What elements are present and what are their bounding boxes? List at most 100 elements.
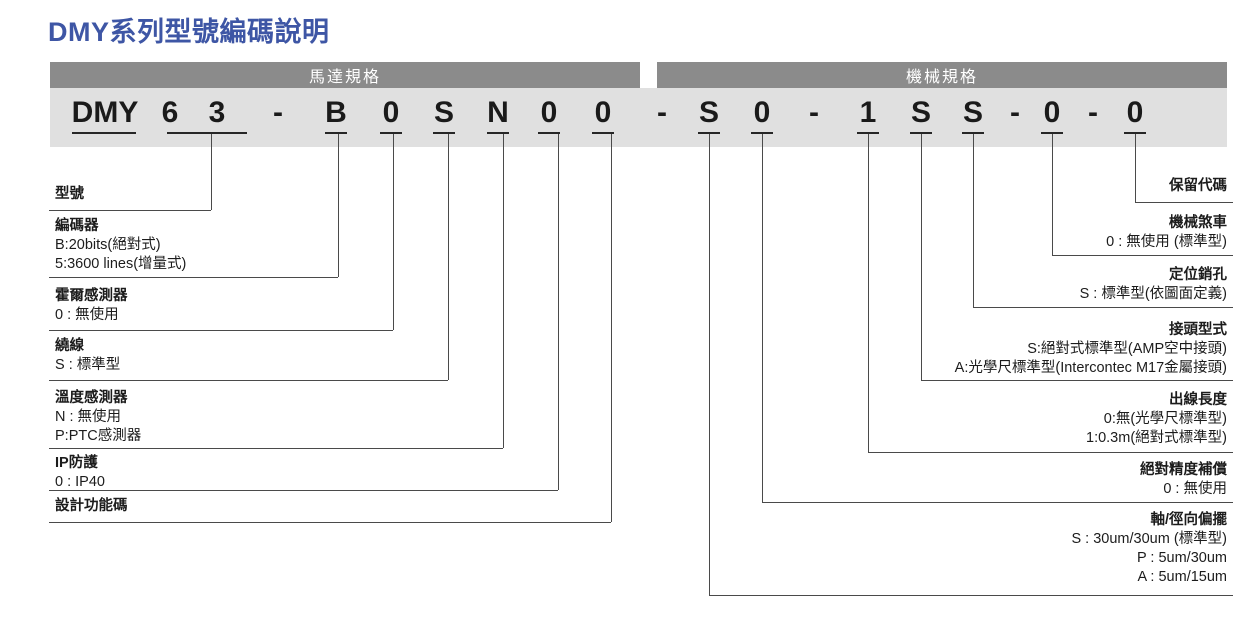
rule-reserved bbox=[1135, 202, 1233, 203]
section-model: 型號 bbox=[55, 185, 84, 204]
section-cable-length-option: 0:無(光學尺標準型) bbox=[1103, 411, 1227, 427]
section-pin-hole: 定位銷孔 S : 標準型(依圖面定義) bbox=[1080, 266, 1227, 304]
section-encoder-option: 5:3600 lines(增量式) bbox=[55, 256, 187, 272]
rule-temp bbox=[49, 448, 503, 449]
section-connector-type-option: A:光學尺標準型(Intercontec M17金屬接頭) bbox=[954, 360, 1227, 376]
section-reserved-code: 保留代碼 bbox=[1169, 177, 1227, 196]
section-brake-title: 機械煞車 bbox=[1169, 215, 1227, 231]
underline-runout bbox=[698, 132, 720, 134]
section-pin-hole-option: S : 標準型(依圖面定義) bbox=[1079, 286, 1227, 302]
section-temp-sensor-title: 溫度感測器 bbox=[55, 390, 128, 406]
section-brake: 機械煞車 0 : 無使用 (標準型) bbox=[1106, 214, 1227, 252]
section-hall-sensor: 霍爾感測器 0 : 無使用 bbox=[55, 287, 128, 325]
underline-brake bbox=[1041, 132, 1063, 134]
rule-abs-accuracy bbox=[762, 502, 1233, 503]
motor-spec-header-label: 馬達規格 bbox=[308, 69, 381, 86]
section-connector-type: 接頭型式 S:絕對式標準型(AMP空中接頭) A:光學尺標準型(Intercon… bbox=[955, 321, 1227, 378]
section-abs-accuracy-title: 絕對精度補償 bbox=[1140, 462, 1227, 478]
section-temp-sensor-option: P:PTC感測器 bbox=[55, 428, 142, 444]
rule-winding bbox=[49, 380, 448, 381]
section-ip-rating-option: 0 : IP40 bbox=[55, 474, 105, 490]
rule-encoder bbox=[49, 277, 338, 278]
code-segment-series: DMY bbox=[71, 96, 139, 129]
connector-pin-hole-vertical bbox=[973, 134, 974, 307]
section-runout-option: A : 5um/15um bbox=[1137, 569, 1227, 585]
section-cable-length-title: 出線長度 bbox=[1169, 392, 1227, 408]
rule-model bbox=[49, 210, 211, 211]
section-hall-sensor-title: 霍爾感測器 bbox=[55, 288, 128, 304]
page-title: DMY系列型號編碼說明 bbox=[48, 17, 330, 47]
section-winding: 繞線 S : 標準型 bbox=[55, 337, 120, 375]
connector-hall-vertical bbox=[393, 134, 394, 330]
connector-runout-vertical bbox=[709, 134, 710, 595]
underline-ip bbox=[538, 132, 560, 134]
underline-cable bbox=[857, 132, 879, 134]
underline-reserved bbox=[1124, 132, 1146, 134]
rule-runout bbox=[709, 595, 1233, 596]
section-cable-length: 出線長度 0:無(光學尺標準型) 1:0.3m(絕對式標準型) bbox=[1086, 391, 1227, 448]
connector-brake-vertical bbox=[1052, 134, 1053, 255]
underline-connector bbox=[910, 132, 932, 134]
code-dash-3: - bbox=[809, 96, 819, 129]
rule-pin-hole bbox=[973, 307, 1233, 308]
code-segment-winding: S bbox=[433, 96, 455, 129]
underline-temp bbox=[487, 132, 509, 134]
connector-reserved-vertical bbox=[1135, 134, 1136, 202]
code-segment-pin-hole: S bbox=[962, 96, 984, 129]
mechanical-spec-header-bar: 機械規格 bbox=[657, 62, 1227, 88]
section-encoder-title: 編碼器 bbox=[55, 218, 99, 234]
code-segment-abs-accuracy: 0 bbox=[753, 96, 771, 129]
underline-encoder bbox=[325, 132, 347, 134]
rule-cable bbox=[868, 452, 1233, 453]
section-runout-title: 軸/徑向偏擺 bbox=[1150, 512, 1227, 528]
section-runout-option: P : 5um/30um bbox=[1136, 550, 1227, 566]
section-design-code: 設計功能碼 bbox=[55, 497, 128, 516]
code-segment-reserved: 0 bbox=[1126, 96, 1144, 129]
section-brake-option: 0 : 無使用 (標準型) bbox=[1106, 234, 1227, 250]
code-dash-4: - bbox=[1010, 96, 1020, 129]
section-connector-type-option: S:絕對式標準型(AMP空中接頭) bbox=[1027, 341, 1227, 357]
section-encoder: 編碼器 B:20bits(絕對式) 5:3600 lines(增量式) bbox=[55, 217, 186, 274]
code-segment-runout: S bbox=[698, 96, 720, 129]
code-dash-2: - bbox=[657, 96, 667, 129]
underline-abs-accuracy bbox=[751, 132, 773, 134]
connector-design-vertical bbox=[611, 134, 612, 522]
code-segment-frame-digit-1: 6 bbox=[161, 96, 179, 129]
underline-frame bbox=[167, 132, 247, 134]
connector-cable-vertical bbox=[868, 134, 869, 452]
section-abs-accuracy: 絕對精度補償 0 : 無使用 bbox=[1140, 461, 1227, 499]
section-pin-hole-title: 定位銷孔 bbox=[1169, 267, 1227, 283]
section-ip-rating: IP防護 0 : IP40 bbox=[55, 454, 105, 492]
section-abs-accuracy-option: 0 : 無使用 bbox=[1163, 481, 1227, 497]
underline-pin-hole bbox=[962, 132, 984, 134]
underline-hall bbox=[380, 132, 402, 134]
section-runout: 軸/徑向偏擺 S : 30um/30um (標準型) P : 5um/30um … bbox=[1071, 511, 1227, 587]
code-segment-encoder: B bbox=[325, 96, 347, 129]
underline-series bbox=[72, 132, 136, 134]
rule-design bbox=[49, 522, 611, 523]
connector-winding-vertical bbox=[448, 134, 449, 380]
rule-ip bbox=[49, 490, 558, 491]
section-reserved-code-title: 保留代碼 bbox=[1169, 178, 1227, 194]
motor-spec-header-bar: 馬達規格 bbox=[50, 62, 640, 88]
model-code-band bbox=[50, 88, 1227, 147]
code-segment-temp-sensor: N bbox=[487, 96, 509, 129]
rule-connector bbox=[921, 380, 1233, 381]
code-segment-hall-sensor: 0 bbox=[382, 96, 400, 129]
code-segment-ip-rating: 0 bbox=[540, 96, 558, 129]
section-encoder-option: B:20bits(絕對式) bbox=[55, 237, 161, 253]
underline-design bbox=[592, 132, 614, 134]
underline-winding bbox=[433, 132, 455, 134]
section-connector-type-title: 接頭型式 bbox=[1169, 322, 1227, 338]
rule-brake bbox=[1052, 255, 1233, 256]
section-winding-option: S : 標準型 bbox=[55, 357, 121, 373]
code-dash-1: - bbox=[273, 96, 283, 129]
section-temp-sensor: 溫度感測器 N : 無使用 P:PTC感測器 bbox=[55, 389, 141, 446]
section-hall-sensor-option: 0 : 無使用 bbox=[55, 307, 119, 323]
section-design-code-title: 設計功能碼 bbox=[55, 498, 128, 514]
section-model-title: 型號 bbox=[55, 186, 84, 202]
mechanical-spec-header-label: 機械規格 bbox=[905, 69, 978, 86]
code-segment-cable-length: 1 bbox=[859, 96, 877, 129]
connector-encoder-vertical bbox=[338, 134, 339, 277]
